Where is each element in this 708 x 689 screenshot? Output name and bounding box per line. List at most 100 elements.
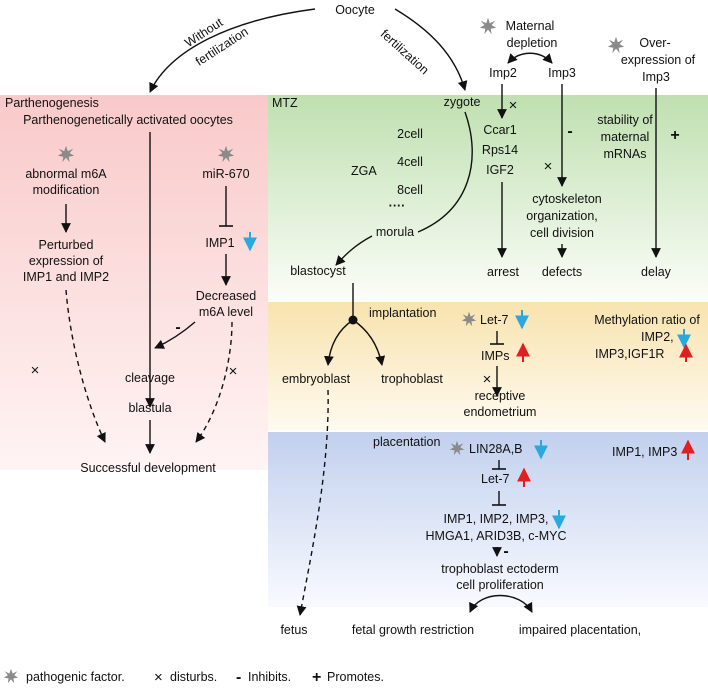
success-label: Successful development — [80, 461, 216, 475]
fertilization-label: fertilization — [378, 27, 432, 77]
delay-label: delay — [641, 265, 672, 279]
inhibit-decreased-cleavage — [154, 321, 196, 349]
trophoblast-label: trophoblast — [381, 372, 443, 386]
arrow-fertilization — [394, 8, 468, 91]
stage-morula: morula — [376, 225, 414, 239]
imp1-label: IMP1 — [205, 236, 234, 250]
activated-oocytes: Parthenogenetically activated oocytes — [23, 113, 233, 127]
stage-4cell: 4cell — [397, 155, 423, 169]
target-rps14: Rps14 — [482, 143, 518, 157]
over-label-3: Imp3 — [642, 70, 670, 84]
arrow-embryoblast — [324, 319, 354, 366]
over-label-1: Over- — [639, 36, 670, 50]
legend-disturbs: disturbs. — [170, 670, 217, 684]
inhibit-minus-imp3: - — [567, 123, 572, 140]
zygote-morula-curve — [417, 111, 473, 233]
receptive-label-1: receptive — [475, 389, 526, 403]
implantation-panel — [268, 302, 708, 430]
perturbed-label-1: Perturbed — [39, 238, 94, 252]
fgr-impaired-loop — [469, 594, 533, 613]
lin28-label: LIN28A,B — [469, 442, 523, 456]
overexpression-factor-icon — [607, 36, 625, 54]
maternal-label-1: Maternal — [506, 19, 555, 33]
receptive-label-2: endometrium — [464, 405, 537, 419]
meth-label-1: Methylation ratio of — [594, 313, 700, 327]
disturb-mark-imp2: × — [509, 97, 518, 114]
legend-factor-icon — [3, 668, 19, 684]
dashed-arrow-decreased — [195, 321, 233, 443]
placentation-panel — [268, 432, 708, 607]
stability-label-2: maternal — [601, 130, 650, 144]
disturb-mark-impl: × — [483, 371, 492, 388]
decreased-label-1: Decreased — [196, 289, 256, 303]
promote-plus: + — [670, 127, 679, 144]
over-label-2: expression of — [621, 53, 696, 67]
defects-label: defects — [542, 265, 582, 279]
let7-plac-label: Let-7 — [481, 472, 510, 486]
legend-pathogenic: pathogenic factor. — [26, 670, 125, 684]
stability-label-1: stability of — [597, 113, 653, 127]
fgr-label: fetal growth restriction — [352, 623, 474, 637]
implantation-header: implantation — [369, 306, 436, 320]
let7-impl-label: Let-7 — [480, 313, 509, 327]
dashed-arrow-fetus — [296, 389, 329, 616]
cyto-label-1: cytoskeleton — [532, 192, 602, 206]
mtz-header: MTZ — [272, 96, 298, 110]
fetus-label: fetus — [280, 623, 307, 637]
m6a-label-1: abnormal m6A — [25, 167, 107, 181]
imps-impl-label: IMPs — [481, 349, 509, 363]
disturb-mark-right: × — [229, 363, 238, 380]
arrow-trophoblast — [352, 319, 386, 366]
zygote-label: zygote — [444, 95, 481, 109]
arrest-label: arrest — [487, 265, 519, 279]
embryoblast-label: embryoblast — [282, 372, 351, 386]
inhibit-minus-plac: - — [503, 543, 508, 560]
m6a-label-2: modification — [33, 183, 100, 197]
prolif-label-2: cell proliferation — [456, 578, 544, 592]
inhibit-minus-partheno: - — [175, 319, 180, 336]
imp3-label: Imp3 — [548, 66, 576, 80]
stage-dots: ···· — [389, 199, 406, 213]
legend-inhibits: Inhibits. — [248, 670, 291, 684]
mtz-panel — [268, 95, 708, 300]
perturbed-label-3: IMP1 and IMP2 — [23, 270, 109, 284]
stage-8cell: 8cell — [397, 183, 423, 197]
arrow-without-fertilization — [149, 8, 316, 93]
cyto-label-3: cell division — [530, 226, 594, 240]
blastocyst-label: blastocyst — [290, 264, 346, 278]
imps-plac-label-2: HMGA1, ARID3B, c-MYC — [426, 529, 567, 543]
perturbed-label-2: expression of — [29, 254, 104, 268]
stability-label-3: mRNAs — [603, 147, 646, 161]
maternal-factor-icon — [479, 17, 497, 35]
arrow-morula-blastocyst — [335, 235, 373, 266]
stage-2cell: 2cell — [397, 127, 423, 141]
target-igf2: IGF2 — [486, 163, 514, 177]
mir670-label: miR-670 — [202, 167, 249, 181]
legend-minus-icon: - — [236, 669, 241, 686]
imp2-imp3-loop — [507, 52, 553, 64]
imp2-label: Imp2 — [489, 66, 517, 80]
legend-cross-icon: × — [154, 669, 163, 686]
impaired-label: impaired placentation, — [519, 623, 641, 637]
placentation-header: placentation — [373, 435, 440, 449]
oocyte-label: Oocyte — [335, 3, 375, 17]
prolif-label-1: trophoblast ectoderm — [441, 562, 558, 576]
cyto-label-2: organization, — [526, 209, 598, 223]
disturb-mark-left: × — [31, 362, 40, 379]
cleavage-label: cleavage — [125, 371, 175, 385]
target-ccar1: Ccar1 — [483, 123, 516, 137]
meth-label-3: IMP3,IGF1R — [595, 347, 664, 361]
meth-label-2: IMP2, — [641, 330, 674, 344]
blastula-label: blastula — [128, 401, 171, 415]
parthenogenesis-header: Parthenogenesis — [5, 96, 99, 110]
imp13-label: IMP1, IMP3 — [612, 445, 677, 459]
disturb-mark-imp3: × — [544, 158, 553, 175]
legend-plus-icon: + — [312, 669, 321, 686]
zga-label: ZGA — [351, 164, 377, 178]
maternal-label-2: depletion — [507, 36, 558, 50]
decreased-label-2: m6A level — [199, 305, 253, 319]
legend-promotes: Promotes. — [327, 670, 384, 684]
imps-plac-label-1: IMP1, IMP2, IMP3, — [444, 512, 549, 526]
